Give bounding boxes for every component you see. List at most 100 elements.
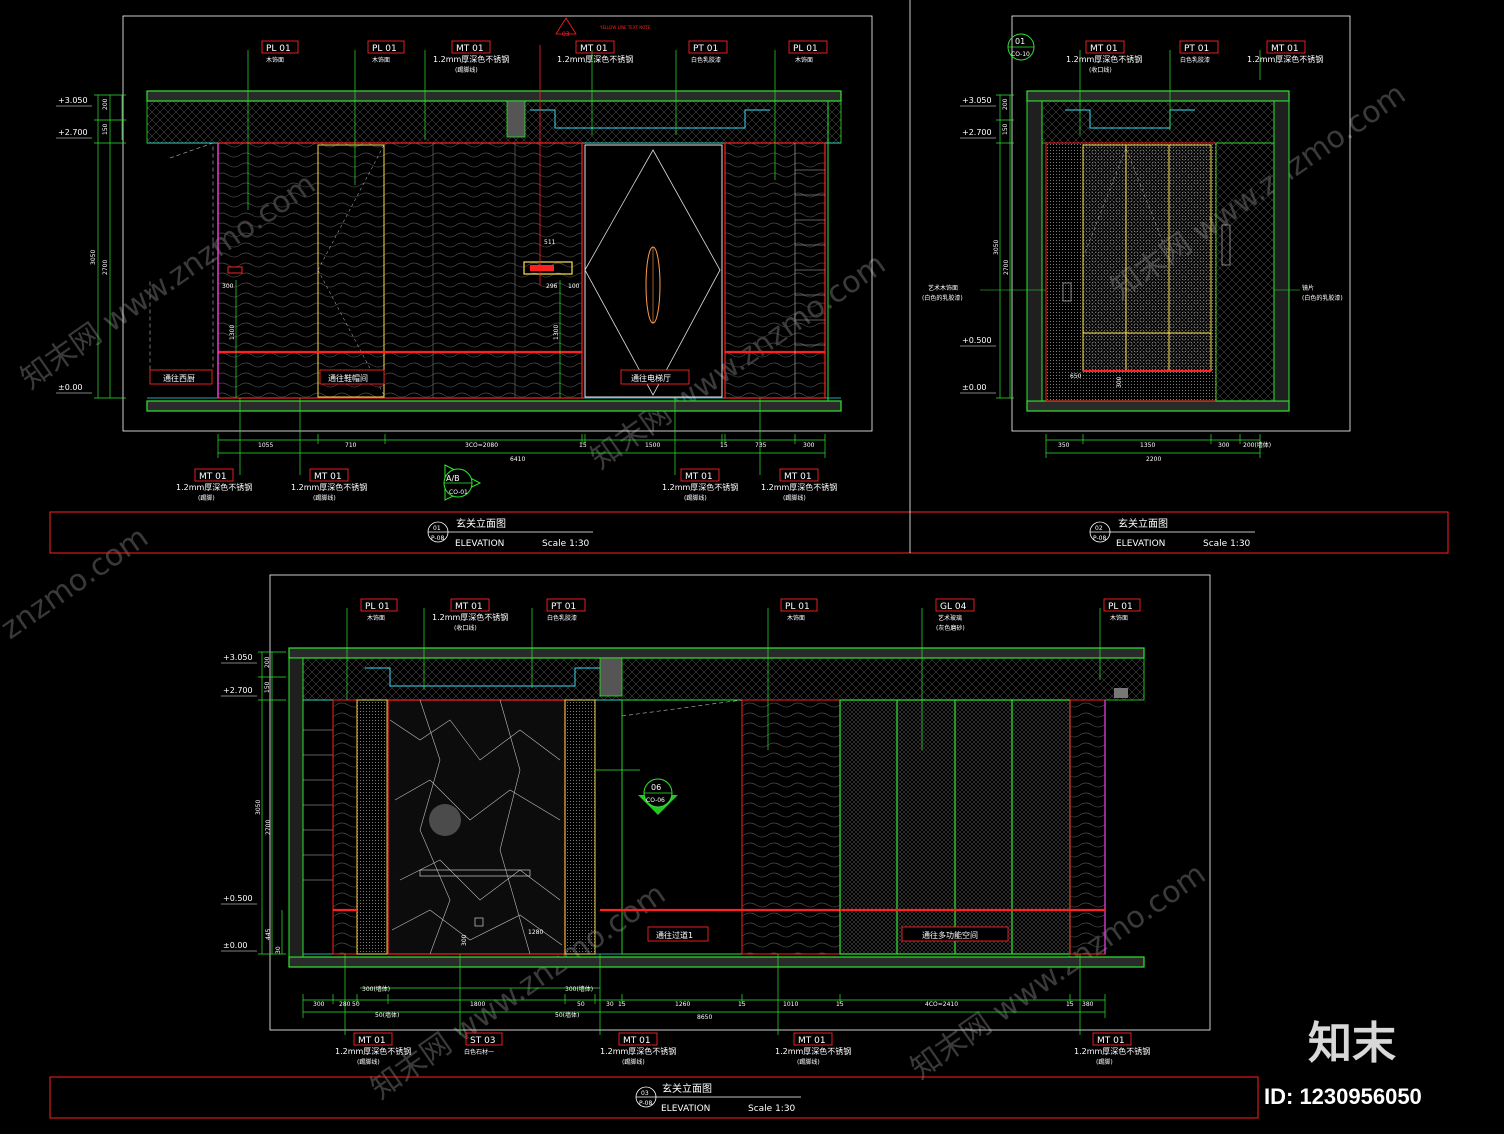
svg-text:100: 100 — [568, 283, 580, 290]
title-strip-bottom: 03 P-08 玄关立面图 ELEVATION Scale 1:30 — [49, 1076, 1259, 1119]
svg-text:15: 15 — [836, 1001, 844, 1008]
section-callout: A/B CO-01 — [443, 464, 482, 501]
svg-text:1.2mm厚深色不锈钢: 1.2mm厚深色不锈钢 — [176, 482, 252, 492]
watermark-text: znzmo.com — [0, 520, 155, 647]
drawing-scale: Scale 1:30 — [542, 539, 590, 549]
svg-text:15: 15 — [1066, 1001, 1074, 1008]
svg-text:300(墙体): 300(墙体) — [565, 985, 593, 993]
svg-text:15: 15 — [618, 1001, 626, 1008]
level-marks: +3.050 +2.700 ±0.00 — [56, 96, 92, 394]
svg-text:200(墙体): 200(墙体) — [1243, 441, 1271, 449]
svg-text:300: 300 — [803, 442, 815, 449]
svg-text:1300: 1300 — [229, 325, 236, 340]
section-callout: 06 CO-06 — [595, 769, 678, 815]
material-tag: MT 011.2mm厚深色不锈钢(踢脚) — [1074, 1032, 1150, 1066]
svg-text:±0.00: ±0.00 — [223, 941, 248, 950]
shoe-room-door — [317, 144, 385, 398]
svg-text:MT 01: MT 01 — [1090, 44, 1118, 54]
drawing-title-02: 02 P-08 玄关立面图 ELEVATION Scale 1:30 — [1089, 517, 1255, 549]
svg-text:木饰面: 木饰面 — [367, 614, 385, 622]
wood-panel-wall — [217, 142, 583, 399]
material-tag: MT 011.2mm厚深色不锈钢(踢脚线) — [433, 40, 509, 74]
svg-text:2200: 2200 — [1146, 456, 1161, 463]
room-label: 通往过道1 — [656, 930, 693, 940]
drawing-title: 玄关立面图 — [662, 1082, 712, 1095]
svg-text:03: 03 — [641, 1090, 649, 1097]
svg-text:艺术玻璃: 艺术玻璃 — [938, 614, 962, 622]
svg-text:PL 01: PL 01 — [365, 602, 390, 612]
drawing-title: 玄关立面图 — [1118, 517, 1168, 530]
floor-slab — [146, 400, 842, 412]
svg-text:350: 350 — [1058, 442, 1070, 449]
material-tag: MT 011.2mm厚深色不锈钢 — [1247, 40, 1323, 64]
svg-text:200: 200 — [264, 656, 271, 668]
svg-text:30: 30 — [275, 946, 282, 954]
svg-text:(踢脚线): (踢脚线) — [622, 1058, 645, 1066]
material-tag: MT 011.2mm厚深色不锈钢(踢脚线) — [600, 1032, 676, 1066]
svg-text:(踢脚): (踢脚) — [1096, 1058, 1113, 1066]
drawing-scale: Scale 1:30 — [748, 1104, 796, 1114]
brand-id: ID: 1230956050 — [1264, 1084, 1422, 1109]
section-mark: 03 — [562, 31, 570, 38]
material-tag: MT 011.2mm厚深色不锈钢(收口线) — [432, 598, 508, 632]
svg-text:GL 04: GL 04 — [940, 602, 967, 612]
svg-text:PL 01: PL 01 — [372, 44, 397, 54]
elevation-03: 通往过道1 通往多功能空间 1280 300 06 CO-06 PL 01木饰面… — [221, 574, 1211, 1066]
svg-text:50(墙体): 50(墙体) — [555, 1011, 579, 1019]
svg-text:木饰面: 木饰面 — [372, 56, 390, 64]
svg-text:650: 650 — [1070, 373, 1082, 380]
svg-text:1.2mm厚深色不锈钢: 1.2mm厚深色不锈钢 — [761, 482, 837, 492]
svg-text:MT 01: MT 01 — [1271, 44, 1299, 54]
svg-text:300: 300 — [222, 283, 234, 290]
svg-text:2700: 2700 — [1003, 260, 1010, 275]
svg-text:MT 01: MT 01 — [199, 472, 227, 482]
svg-text:+3.050: +3.050 — [223, 653, 253, 662]
svg-text:P-08: P-08 — [431, 535, 444, 542]
svg-text:A/B: A/B — [446, 474, 460, 483]
drawing-title-en: ELEVATION — [1116, 539, 1165, 549]
svg-text:300: 300 — [1218, 442, 1230, 449]
svg-text:01: 01 — [1015, 37, 1025, 46]
material-tags-bottom: MT 011.2mm厚深色不锈钢(踢脚) MT 011.2mm厚深色不锈钢(踢脚… — [176, 468, 837, 502]
svg-text:150: 150 — [102, 123, 109, 135]
svg-text:P-08: P-08 — [1093, 535, 1106, 542]
svg-text:1055: 1055 — [258, 442, 273, 449]
svg-text:白色石材一: 白色石材一 — [464, 1048, 494, 1056]
brand-logo: 知末 — [1308, 1018, 1396, 1069]
room-label: 通往多功能空间 — [922, 930, 978, 940]
cabinet-doors — [1082, 144, 1212, 372]
svg-text:4CO=2410: 4CO=2410 — [925, 1001, 958, 1008]
svg-text:+3.050: +3.050 — [962, 96, 992, 105]
svg-text:1.2mm厚深色不锈钢: 1.2mm厚深色不锈钢 — [1247, 54, 1323, 64]
side-note: (白色的乳胶漆) — [1302, 294, 1343, 302]
svg-text:280: 280 — [339, 1001, 351, 1008]
svg-text:白色乳胶漆: 白色乳胶漆 — [547, 614, 577, 622]
side-note: 镜片 — [1302, 284, 1314, 292]
svg-text:150: 150 — [264, 681, 271, 693]
svg-text:3050: 3050 — [993, 240, 1000, 255]
svg-text:8650: 8650 — [697, 1014, 712, 1021]
svg-text:MT 01: MT 01 — [455, 602, 483, 612]
svg-text:(踢脚线): (踢脚线) — [797, 1058, 820, 1066]
svg-text:50(墙体): 50(墙体) — [375, 1011, 399, 1019]
svg-text:MT 01: MT 01 — [798, 1036, 826, 1046]
svg-text:296: 296 — [546, 283, 558, 290]
svg-text:6410: 6410 — [510, 456, 525, 463]
svg-text:CO-06: CO-06 — [646, 797, 665, 804]
room-label: 通往西厨 — [163, 373, 195, 383]
elevation-02: 艺术木饰面 (白色的乳胶漆) 镜片 (白色的乳胶漆) 650 300 01 CO… — [922, 15, 1351, 463]
svg-text:1010: 1010 — [783, 1001, 798, 1008]
svg-text:30: 30 — [606, 1001, 614, 1008]
svg-text:1.2mm厚深色不锈钢: 1.2mm厚深色不锈钢 — [432, 612, 508, 622]
svg-text:MT 01: MT 01 — [784, 472, 812, 482]
frame-01 — [122, 15, 873, 432]
svg-text:15: 15 — [738, 1001, 746, 1008]
svg-text:50: 50 — [577, 1001, 585, 1008]
svg-text:CO-10: CO-10 — [1011, 51, 1030, 58]
